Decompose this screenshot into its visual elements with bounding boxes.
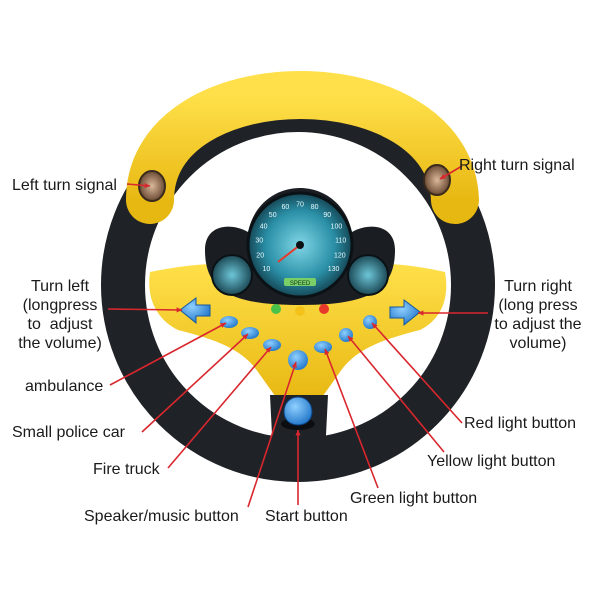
label-ambulance: ambulance [25,378,104,395]
arrow-start-head [295,430,301,436]
gauge-number: 100 [331,224,343,231]
yellow-top-grip [126,71,479,224]
indicator-lights [271,304,329,316]
left-turn-signal-light [138,170,166,202]
arrow-green-light [324,348,379,489]
gauge-number: 40 [260,224,268,231]
arrow-green-light-head [324,349,330,355]
speaker-music-button[interactable] [288,350,308,370]
arrow-yellow-light [347,335,445,453]
label-speaker-music-button: Speaker/music button [84,508,239,525]
gauge-number: 60 [282,204,290,211]
arrow-fire-truck-head [265,347,271,353]
gauge-number: 110 [335,238,346,245]
label-yellow-light-button: Yellow light button [427,453,556,470]
arrow-turn-right-head [418,310,424,316]
turn-left-button[interactable] [179,297,211,325]
arrow-yellow-light-head [348,336,354,342]
yellow-hub [149,263,447,400]
gauge-number: 80 [311,204,319,211]
gauge-tag: SPEED [290,281,311,287]
gauge-number: 90 [323,212,331,219]
gauge-number: 130 [328,266,340,273]
arrow-right-turn-signal-head [440,174,446,179]
start-button[interactable] [281,396,315,430]
gauge-number: 120 [334,253,346,260]
arrow-ambulance-head [220,323,226,328]
arrow-left-turn-signal-head [144,182,150,189]
label-turn-left: Turn left (longpress to adjust the volum… [18,278,102,352]
gauge-cluster [205,188,395,305]
gauge-number: 70 [296,202,304,209]
arrow-speaker-music [247,361,297,508]
fire-truck-button[interactable] [263,339,281,351]
label-left-turn-signal: Left turn signal [12,177,117,194]
label-turn-right: Turn right (long press to adjust the vol… [494,278,582,352]
arrow-ambulance [109,322,227,386]
label-red-light-button: Red light button [464,415,577,432]
arrow-red-light-head [372,323,378,329]
arrow-turn-left [107,308,183,311]
right-turn-signal-light [423,164,451,196]
gauge-number: 30 [255,238,263,245]
gauge-number: 10 [263,266,271,273]
callout-arrows [107,165,488,508]
arrow-speaker-music-head [291,362,297,368]
green-light-button[interactable] [314,341,332,353]
gauge-number: 50 [269,212,277,219]
arrow-red-light [371,322,463,424]
label-start-button: Start button [265,508,348,525]
turn-right-button[interactable] [389,299,421,327]
arrow-small-police-car-head [242,334,248,340]
label-fire-truck: Fire truck [93,461,160,478]
arrow-fire-truck [167,346,272,469]
label-right-turn-signal: Right turn signal [459,157,575,174]
label-green-light-button: Green light button [350,490,478,507]
arrow-small-police-car [141,333,249,433]
label-small-police-car: Small police car [12,424,125,441]
gauge-number: 20 [256,253,264,260]
arrow-turn-left-head [176,307,182,313]
